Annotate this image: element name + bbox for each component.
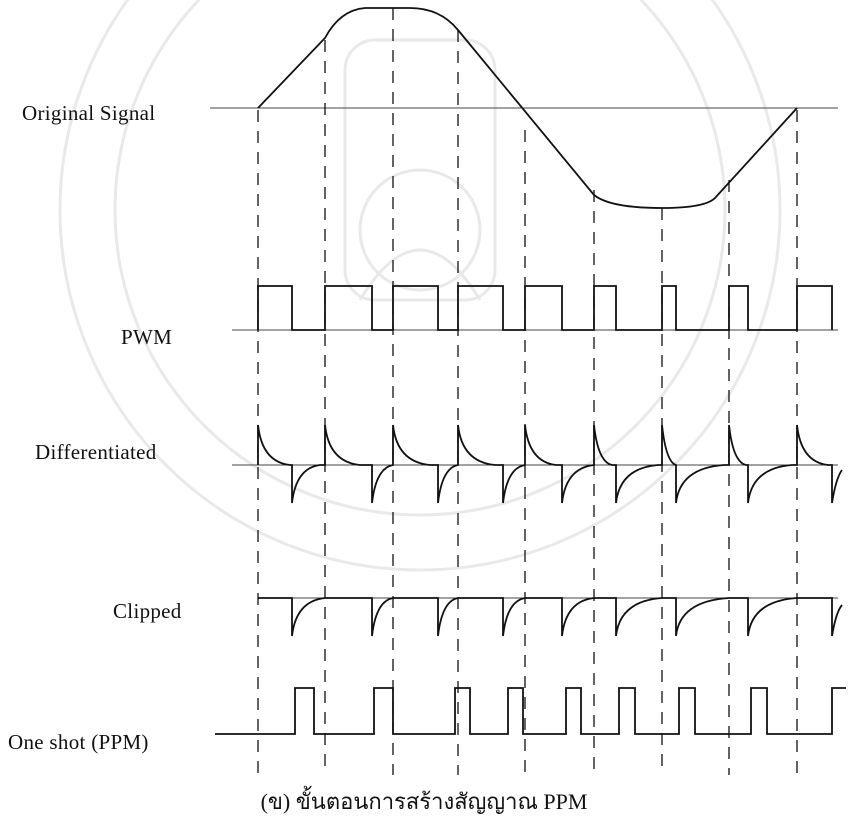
original-signal-waveform (257, 7, 798, 209)
figure-caption: (ข) ขั้นตอนการสร้างสัญญาณ PPM (260, 789, 588, 814)
pwm-waveform (257, 285, 833, 331)
label-one-shot-ppm: One shot (PPM) (8, 730, 149, 754)
university-seal-watermark (58, 0, 782, 572)
clipped-waveform (258, 597, 843, 637)
baselines (210, 107, 838, 599)
label-pwm: PWM (121, 325, 173, 349)
label-differentiated: Differentiated (35, 440, 157, 464)
ppm-waveform (215, 687, 846, 735)
differentiated-waveform (257, 424, 843, 504)
label-clipped: Clipped (113, 599, 182, 623)
dashed-guides (257, 8, 798, 775)
label-original-signal: Original Signal (22, 101, 156, 125)
